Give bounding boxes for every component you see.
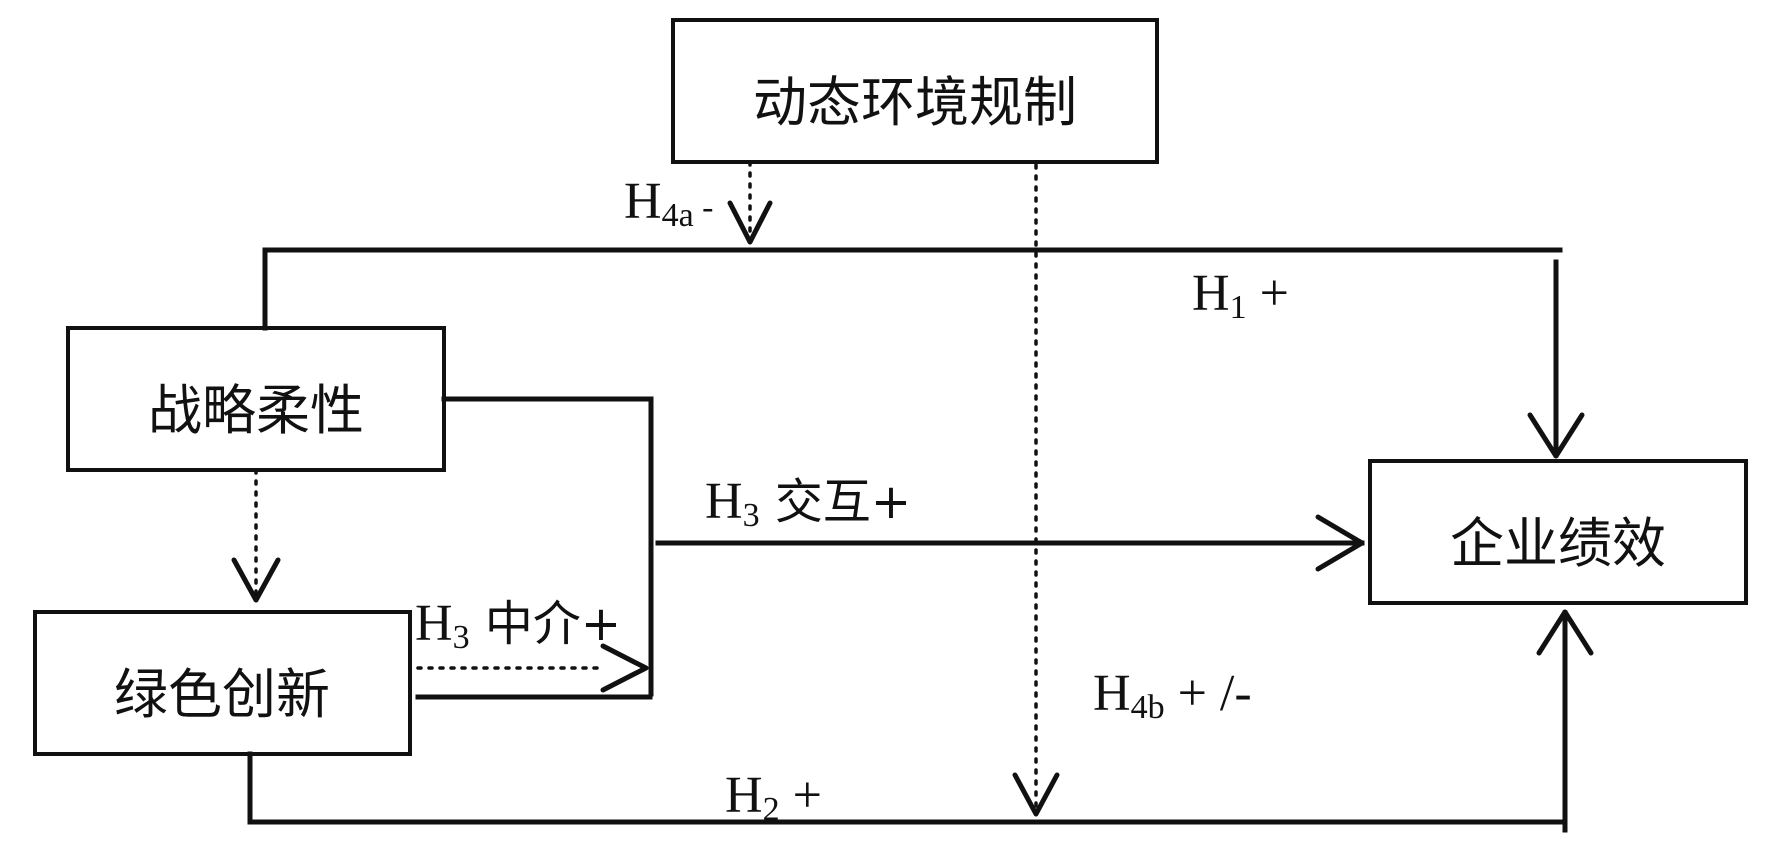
label-h2: H2 + [725, 767, 822, 828]
arrowhead-h1 [1527, 412, 1585, 459]
node-regulation: 动态环境规制 [671, 18, 1159, 164]
path-h1 [262, 247, 1585, 459]
path-h2 [247, 609, 1594, 833]
label-h1: H1 + [1192, 265, 1289, 326]
path-flexibility-innovation [231, 468, 281, 603]
node-innovation-label: 绿色创新 [114, 663, 330, 726]
arrowhead-h2 [1536, 609, 1594, 656]
path-h3-mediation [415, 643, 653, 700]
label-h4b: H4b + /- [1093, 665, 1252, 726]
node-performance-label: 企业绩效 [1450, 512, 1666, 575]
node-regulation-label: 动态环境规制 [753, 71, 1077, 134]
label-h3-interaction: H3 交互+ [705, 473, 911, 534]
arrowhead-h3-interaction [1315, 514, 1365, 572]
path-h4b [1012, 163, 1060, 817]
arrowhead-h4b [1012, 772, 1060, 817]
path-h3-interaction [655, 514, 1365, 572]
node-performance: 企业绩效 [1368, 459, 1748, 605]
path-flexibility-junction [441, 396, 654, 697]
node-flexibility: 战略柔性 [66, 326, 446, 472]
path-h4a [727, 160, 773, 245]
node-flexibility-label: 战略柔性 [148, 379, 364, 442]
node-innovation: 绿色创新 [33, 610, 412, 756]
label-h3-mediation: H3 中介+ [415, 595, 621, 656]
arrowhead-h3-mediation [600, 643, 649, 693]
arrowhead-flexibility-innovation [231, 557, 281, 603]
arrowhead-h4a [727, 200, 773, 245]
label-h4a: H4a - [624, 173, 713, 234]
